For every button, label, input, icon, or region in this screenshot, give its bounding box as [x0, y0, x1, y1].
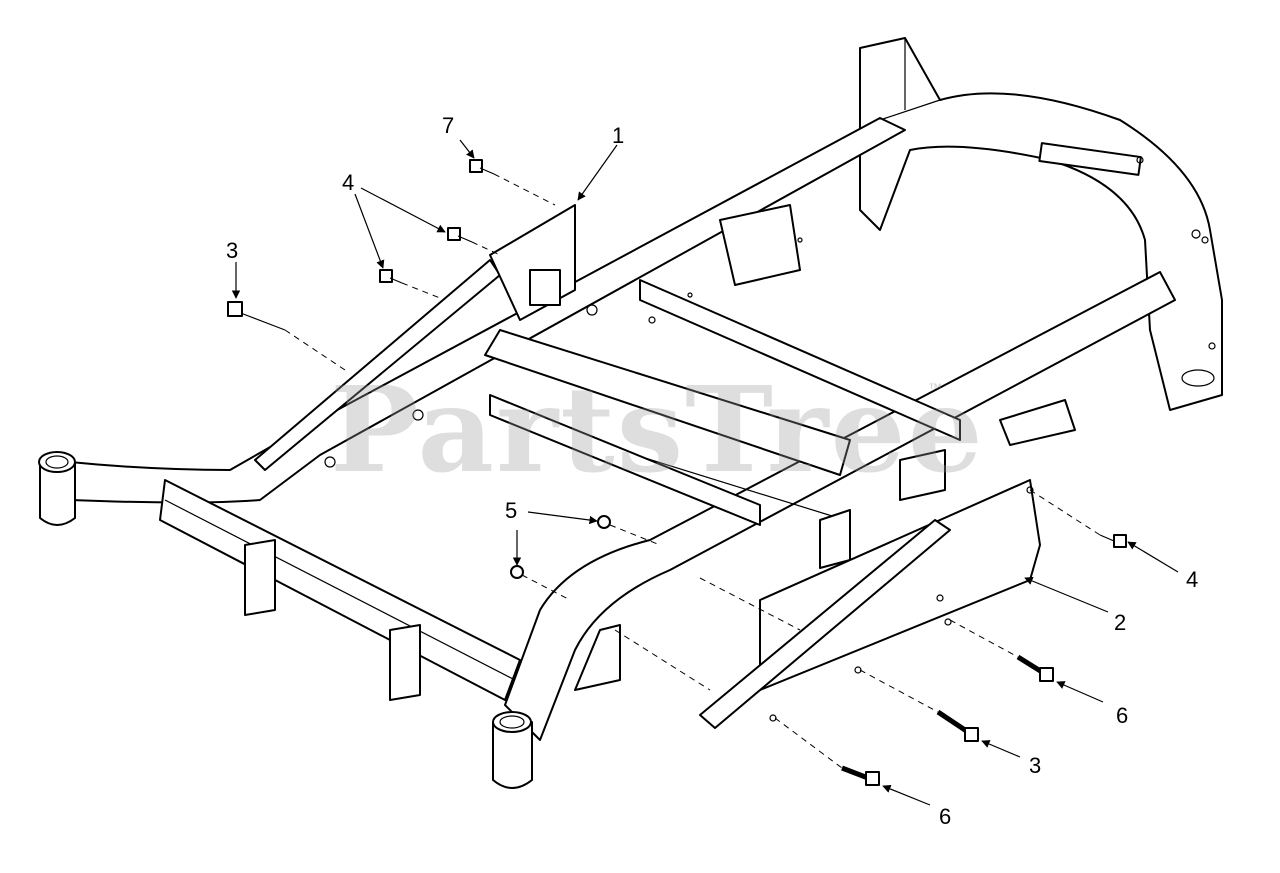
callout-2: 2 — [1114, 610, 1126, 635]
assembly-lines — [284, 173, 1101, 769]
main-frame — [38, 37, 1223, 789]
callout-5: 5 — [505, 498, 517, 523]
bolt-7 — [469, 159, 495, 175]
side-plate-assembly — [699, 479, 1041, 729]
callout-leaders — [231, 139, 1179, 806]
callout-6-lower: 6 — [939, 804, 951, 829]
callout-4-upper: 4 — [342, 170, 354, 195]
callout-4-right: 4 — [1186, 567, 1198, 592]
nut-5b — [510, 565, 524, 579]
nut-5a — [597, 515, 611, 529]
bolt-4-upper — [379, 227, 473, 284]
callout-7: 7 — [442, 113, 454, 138]
callout-6-upper: 6 — [1116, 703, 1128, 728]
callout-3-right: 3 — [1029, 753, 1041, 778]
bolt-3-left — [227, 301, 286, 331]
bolt-6-upper — [1016, 654, 1054, 682]
left-caster-tube — [38, 451, 76, 526]
bolt-6-lower — [841, 765, 880, 786]
callout-labels: 1 2 3 3 4 4 5 6 6 7 — [226, 113, 1198, 829]
rail-holes — [324, 156, 1209, 468]
bolt-4-right — [1099, 534, 1127, 548]
hardware — [227, 159, 1127, 786]
callout-1: 1 — [612, 123, 624, 148]
side-plate — [759, 479, 1041, 691]
plate-gusset — [699, 519, 951, 729]
right-caster-tube — [492, 711, 533, 789]
callout-3-left: 3 — [226, 238, 238, 263]
bolt-3-right — [936, 709, 979, 742]
